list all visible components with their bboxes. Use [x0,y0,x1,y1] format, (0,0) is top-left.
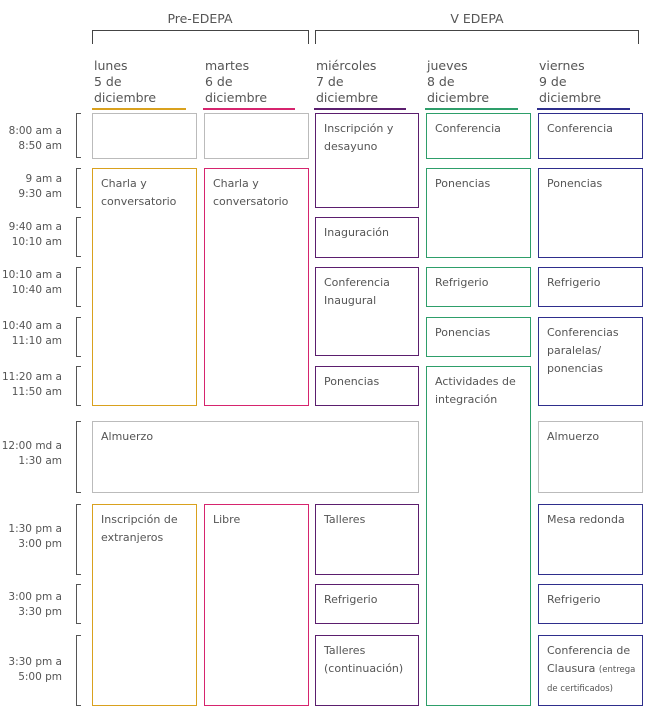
cell-miercoles-ponencias: Ponencias [315,366,419,406]
day-date: 8 de diciembre [427,74,490,105]
cell-miercoles-talleres: Talleres [315,504,419,575]
cell-miercoles-inauguracion: Inaguración [315,217,419,258]
cell-almuerzo: Almuerzo [92,421,419,493]
time-tick-8 [76,584,81,624]
cell-viernes-paralelas: Conferencias paralelas/ ponencias [538,317,643,406]
day-header-lunes: lunes 5 de diciembre [92,58,186,110]
group-label-pre-edepa: Pre-EDEPA [167,11,233,26]
day-header-jueves: jueves 8 de diciembre [425,58,518,110]
clausura-note: (entrega de certificados) [547,665,636,694]
cell-lunes-charla: Charla y conversatorio [92,168,197,406]
day-name: lunes [94,58,128,73]
time-tick-0 [76,113,81,158]
time-tick-4 [76,317,81,357]
day-header-miercoles: miércoles 7 de diciembre [314,58,406,110]
cell-martes-libre: Libre [204,504,309,706]
day-name: miércoles [316,58,377,73]
cell-viernes-clausura: Conferencia de Clausura (entrega de cert… [538,635,643,706]
cell-viernes-refrigerio-2: Refrigerio [538,584,643,624]
day-date: 9 de diciembre [539,74,602,105]
time-tick-6 [76,421,81,493]
cell-viernes-conferencia: Conferencia [538,113,643,159]
day-name: martes [205,58,250,73]
day-name: viernes [539,58,585,73]
group-bracket-v-edepa [315,30,639,44]
time-tick-1 [76,168,81,208]
time-tick-3 [76,267,81,307]
cell-jueves-ponencias-2: Ponencias [426,317,531,357]
cell-lunes-inscripcion: Inscripción de extranjeros [92,504,197,706]
time-tick-2 [76,217,81,257]
cell-viernes-mesa-redonda: Mesa redonda [538,504,643,575]
cell-miercoles-refrigerio: Refrigerio [315,584,419,624]
cell-martes-charla: Charla y conversatorio [204,168,309,406]
cell-jueves-ponencias-1: Ponencias [426,168,531,258]
day-name: jueves [427,58,468,73]
cell-viernes-almuerzo: Almuerzo [538,421,643,493]
cell-jueves-refrigerio: Refrigerio [426,267,531,307]
day-header-martes: martes 6 de diciembre [203,58,295,110]
day-date: 6 de diciembre [205,74,268,105]
cell-viernes-ponencias: Ponencias [538,168,643,258]
time-tick-5 [76,366,81,406]
day-date: 5 de diciembre [94,74,157,105]
group-label-v-edepa: V EDEPA [450,11,504,26]
day-date: 7 de diciembre [316,74,379,105]
time-tick-7 [76,504,81,575]
group-bracket-pre-edepa [92,30,309,44]
cell-miercoles-inscripcion: Inscripción y desayuno [315,113,419,208]
cell-jueves-actividades: Actividades de integración [426,366,531,706]
day-header-viernes: viernes 9 de diciembre [537,58,630,110]
cell-miercoles-conferencia: Conferencia Inaugural [315,267,419,356]
cell-miercoles-talleres-continuacion: Talleres (continuación) [315,635,419,706]
cell-viernes-refrigerio: Refrigerio [538,267,643,307]
cell-lunes-empty [92,113,197,159]
clausura-title: Conferencia de Clausura [547,644,631,675]
cell-martes-empty [204,113,309,159]
time-tick-9 [76,635,81,706]
cell-jueves-conferencia: Conferencia [426,113,531,159]
